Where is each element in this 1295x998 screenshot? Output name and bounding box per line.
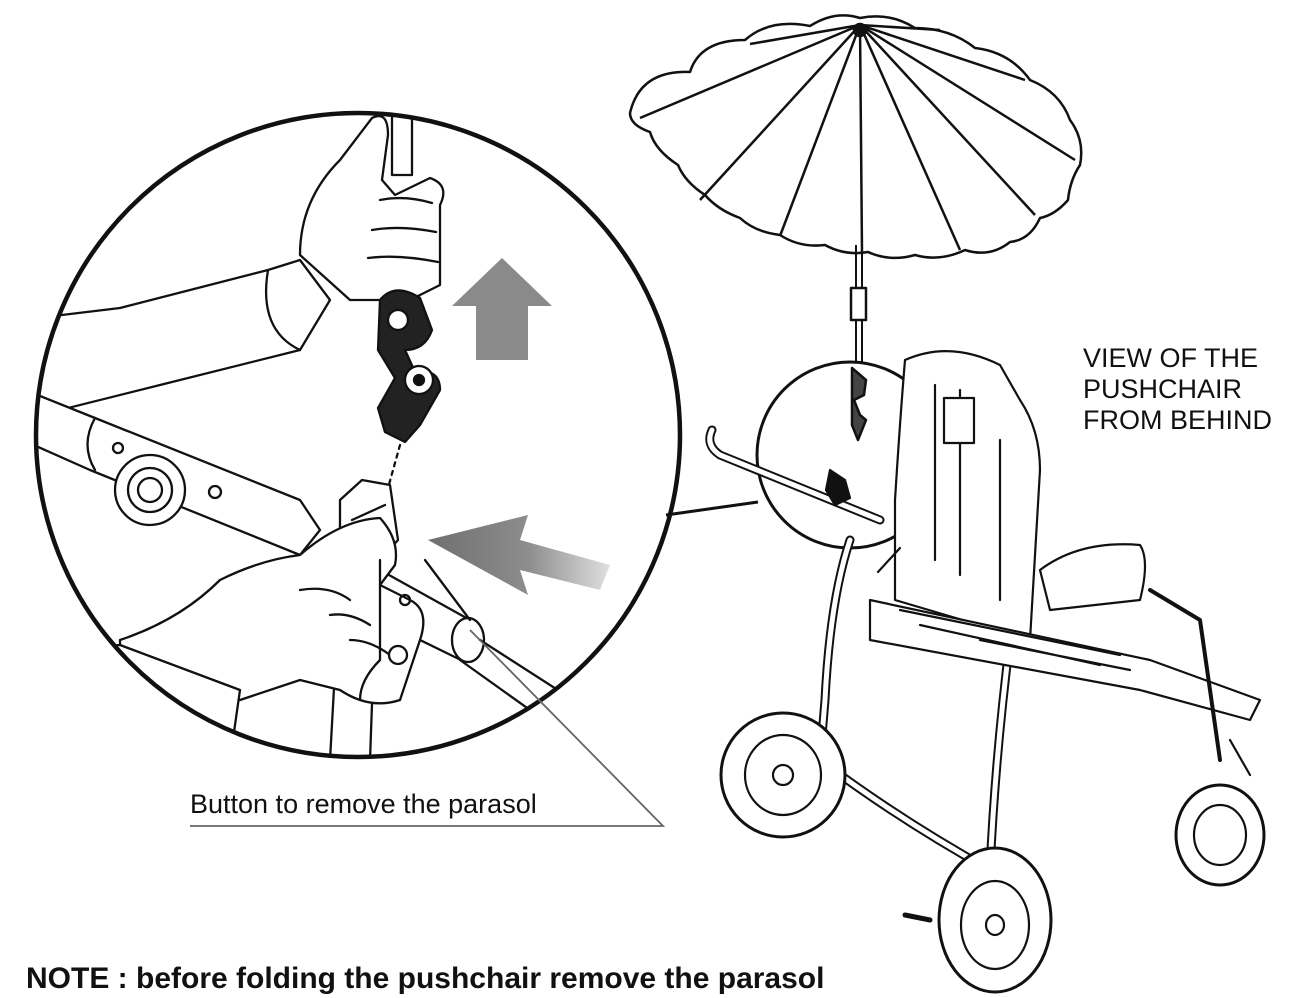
button-callout-label: Button to remove the parasol	[190, 789, 537, 819]
arrow-up-icon	[452, 258, 552, 360]
arrow-left-icon	[428, 515, 610, 595]
folding-note: NOTE : before folding the pushchair remo…	[26, 962, 825, 995]
wheel-rear-left	[937, 846, 1053, 994]
wheel-front-right	[1174, 783, 1266, 887]
detail-circle-large	[33, 110, 683, 760]
parasol-canopy	[628, 14, 1083, 260]
zoom-detail	[33, 110, 683, 760]
parasol-clamp	[376, 289, 442, 444]
button-leader-line	[190, 629, 666, 827]
parasol-illustration	[628, 14, 1083, 442]
view-from-behind-label: VIEW OF THE PUSHCHAIR FROM BEHIND	[1083, 343, 1272, 435]
wheel-front-left	[719, 711, 847, 839]
pushchair-illustration	[705, 350, 1266, 994]
